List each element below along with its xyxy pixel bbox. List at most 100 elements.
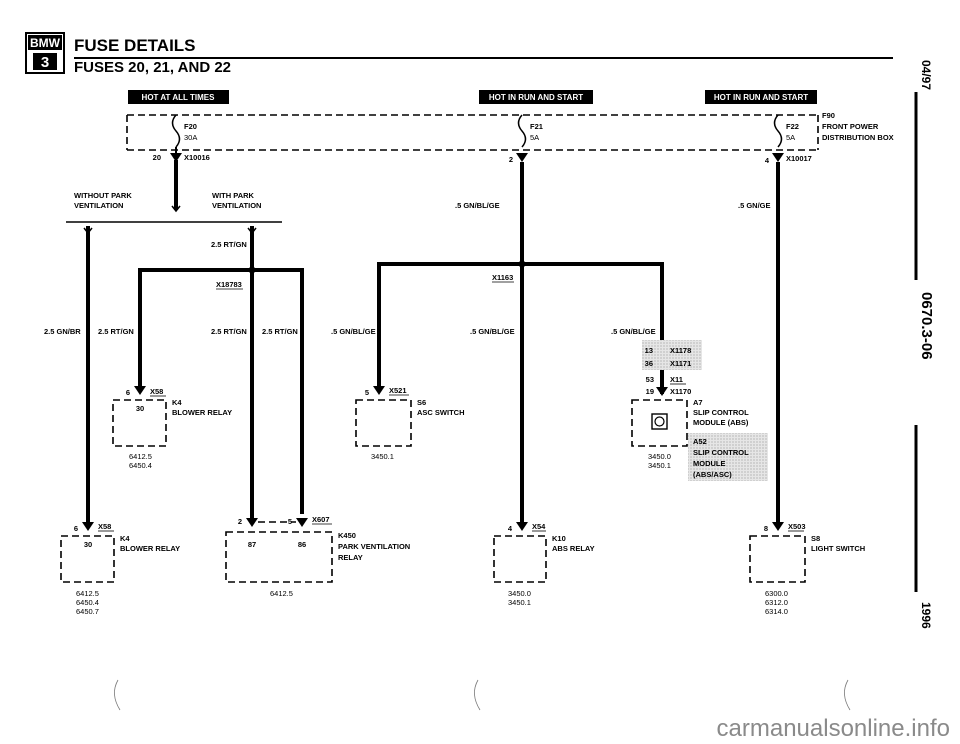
- wire-label-w7: .5 GN/BL/GE: [331, 327, 376, 336]
- svg-text:X58: X58: [98, 522, 111, 531]
- fuse-box-enclosure: [126, 114, 819, 151]
- svg-text:ASC SWITCH: ASC SWITCH: [417, 408, 465, 417]
- wire-label-w2: 2.5 GN/BR: [44, 327, 81, 336]
- side-year: 1996: [919, 602, 933, 629]
- option-with-label-2: VENTILATION: [212, 201, 261, 210]
- fuse-f21-pin: 2: [509, 155, 513, 164]
- component-k4-top: 6 X58 30 K4 BLOWER RELAY 6412.5 6450.4: [112, 386, 232, 470]
- wire-label-w8: .5 GN/BL/GE: [470, 327, 515, 336]
- fuse-f20-id: F20: [184, 122, 197, 131]
- svg-text:SLIP CONTROL: SLIP CONTROL: [693, 408, 749, 417]
- svg-text:6450.4: 6450.4: [76, 598, 99, 607]
- svg-text:K450: K450: [338, 531, 356, 540]
- scan-mark: [844, 679, 851, 711]
- svg-text:13: 13: [645, 346, 653, 355]
- svg-text:3450.0: 3450.0: [648, 452, 671, 461]
- svg-text:SLIP CONTROL: SLIP CONTROL: [693, 448, 749, 457]
- fuse-f21: F21 5A 2: [509, 114, 543, 164]
- bmw-logo: BMW 3: [25, 32, 65, 74]
- module-icon: [651, 413, 668, 430]
- logo-series-text: 3: [41, 54, 49, 71]
- page-title: FUSE DETAILS: [74, 36, 196, 55]
- connector-x1178-x1171: 13 X1178 36 X1171: [642, 340, 702, 370]
- scan-mark: [474, 679, 481, 711]
- svg-text:86: 86: [298, 540, 306, 549]
- svg-text:53: 53: [646, 375, 654, 384]
- fuse-f21-rating: 5A: [530, 133, 539, 142]
- svg-text:K4: K4: [120, 534, 130, 543]
- svg-text:X58: X58: [150, 387, 163, 396]
- wire-label-w3: 2.5 RT/GN: [98, 327, 134, 336]
- svg-text:K10: K10: [552, 534, 566, 543]
- component-k10: 4 X54 K10 ABS RELAY 3450.0 3450.1: [493, 522, 595, 607]
- svg-text:BLOWER RELAY: BLOWER RELAY: [120, 544, 180, 553]
- svg-text:3450.1: 3450.1: [648, 461, 671, 470]
- svg-text:5: 5: [365, 388, 369, 397]
- svg-text:S6: S6: [417, 398, 426, 407]
- option-without-label-2: VENTILATION: [74, 201, 123, 210]
- wire-label-w4: 2.5 RT/GN: [211, 327, 247, 336]
- component-k4-bottom: 6 X58 30 K4 BLOWER RELAY 6412.5 6450.4 6…: [60, 522, 180, 616]
- fuse-f20: F20 30A 20 X10016: [153, 114, 210, 162]
- component-a52: A52 SLIP CONTROL MODULE (ABS/ASC): [688, 433, 768, 481]
- watermark: carmanualsonline.info: [717, 715, 950, 742]
- fuse-f22-id: F22: [786, 122, 799, 131]
- fuse-f20-rating: 30A: [184, 133, 197, 142]
- svg-text:K4: K4: [172, 398, 182, 407]
- svg-text:30: 30: [136, 404, 144, 413]
- svg-text:BLOWER RELAY: BLOWER RELAY: [172, 408, 232, 417]
- svg-text:PARK VENTILATION: PARK VENTILATION: [338, 542, 410, 551]
- page-subtitle: FUSES 20, 21, AND 22: [74, 59, 231, 76]
- svg-text:X503: X503: [788, 522, 806, 531]
- component-s6: 5 X521 S6 ASC SWITCH 3450.1: [355, 386, 465, 461]
- side-page-number: 0670.3-06: [918, 292, 935, 360]
- hot-in-run-badge-2: HOT IN RUN AND START: [705, 90, 817, 104]
- hot-at-all-times-badge: HOT AT ALL TIMES: [128, 90, 229, 104]
- svg-text:X607: X607: [312, 515, 330, 524]
- fuse-f22-rating: 5A: [786, 133, 795, 142]
- hot-in-run-badge-1: HOT IN RUN AND START: [479, 90, 593, 104]
- svg-text:4: 4: [508, 524, 513, 533]
- wire-label-w1: 2.5 RT/GN: [211, 240, 247, 249]
- svg-text:6450.7: 6450.7: [76, 607, 99, 616]
- fuse-box-code: F90: [822, 111, 835, 120]
- option-with-label-1: WITH PARK: [212, 191, 255, 200]
- fuse-f20-pin: 20: [153, 153, 161, 162]
- svg-text:6412.5: 6412.5: [129, 452, 152, 461]
- fuse-box-name-2: DISTRIBUTION BOX: [822, 133, 894, 142]
- svg-text:6412.5: 6412.5: [76, 589, 99, 598]
- svg-text:MODULE (ABS): MODULE (ABS): [693, 418, 749, 427]
- svg-text:6: 6: [126, 388, 130, 397]
- svg-text:(ABS/ASC): (ABS/ASC): [693, 470, 732, 479]
- scan-mark: [114, 679, 121, 711]
- svg-text:MODULE: MODULE: [693, 459, 726, 468]
- component-a7: A7 SLIP CONTROL MODULE (ABS) 3450.0 3450…: [631, 398, 749, 470]
- svg-text:6300.0: 6300.0: [765, 589, 788, 598]
- svg-text:HOT AT ALL TIMES: HOT AT ALL TIMES: [142, 93, 216, 102]
- svg-text:3450.1: 3450.1: [508, 598, 531, 607]
- svg-text:ABS RELAY: ABS RELAY: [552, 544, 595, 553]
- fuse-f22-pin: 4: [765, 156, 770, 165]
- svg-text:8: 8: [764, 524, 768, 533]
- svg-text:LIGHT SWITCH: LIGHT SWITCH: [811, 544, 865, 553]
- svg-text:6: 6: [74, 524, 78, 533]
- fuse-f22-connector: X10017: [786, 154, 812, 163]
- wire-label-w5: 2.5 RT/GN: [262, 327, 298, 336]
- logo-brand-text: BMW: [30, 36, 61, 50]
- svg-text:30: 30: [84, 540, 92, 549]
- svg-text:2: 2: [238, 517, 242, 526]
- svg-text:X1170: X1170: [670, 387, 691, 396]
- svg-text:87: 87: [248, 540, 256, 549]
- side-date: 04/97: [919, 60, 933, 90]
- wire-label-w6: .5 GN/BL/GE: [455, 201, 500, 210]
- svg-text:X54: X54: [532, 522, 546, 531]
- svg-text:6312.0: 6312.0: [765, 598, 788, 607]
- svg-text:X11: X11: [670, 375, 683, 384]
- fuse-f20-connector: X10016: [184, 153, 210, 162]
- svg-text:S8: S8: [811, 534, 820, 543]
- svg-text:19: 19: [646, 387, 654, 396]
- fuse-box-name-1: FRONT POWER: [822, 122, 879, 131]
- splice-x1163-label: X1163: [492, 273, 513, 282]
